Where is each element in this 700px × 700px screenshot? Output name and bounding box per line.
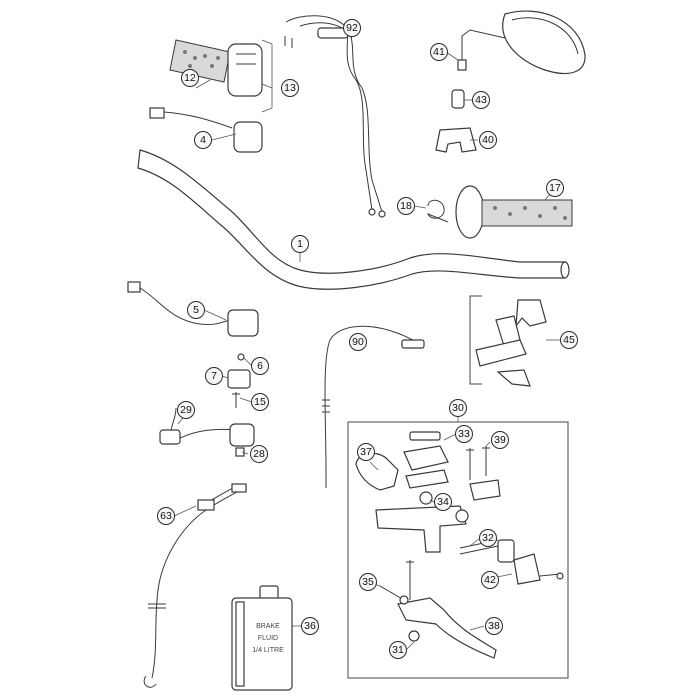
screw-15 <box>232 392 240 408</box>
map-switch <box>159 407 255 457</box>
callout-12: 12 <box>181 69 199 87</box>
callout-label-7: 7 <box>211 370 217 382</box>
callout-label-17: 17 <box>549 182 561 194</box>
callout-31: 31 <box>389 641 407 659</box>
callout-39: 39 <box>491 431 509 449</box>
callout-label-35: 35 <box>362 576 374 588</box>
callout-label-38: 38 <box>488 620 500 632</box>
callout-63: 63 <box>157 507 175 525</box>
callout-34: 34 <box>434 493 452 511</box>
mirror-clamp <box>435 127 477 153</box>
callout-5: 5 <box>187 301 205 319</box>
callout-36: 36 <box>301 617 319 635</box>
mirror-adapter <box>451 89 465 109</box>
callout-label-42: 42 <box>484 574 496 586</box>
callout-6: 6 <box>251 357 269 375</box>
master-cylinder-group <box>347 421 569 679</box>
bottle-label-line3: 1/4 LITRE <box>252 647 284 654</box>
callout-33: 33 <box>455 425 473 443</box>
callout-38: 38 <box>485 617 503 635</box>
clutch-cable <box>322 325 425 488</box>
callout-label-1: 1 <box>297 238 303 250</box>
callout-1: 1 <box>291 235 309 253</box>
callout-label-28: 28 <box>253 448 265 460</box>
callout-92: 92 <box>343 19 361 37</box>
callout-label-18: 18 <box>400 200 412 212</box>
callout-15: 15 <box>251 393 269 411</box>
callout-label-37: 37 <box>360 446 372 458</box>
callout-40: 40 <box>479 131 497 149</box>
callout-43: 43 <box>472 91 490 109</box>
callout-label-5: 5 <box>193 304 199 316</box>
callout-label-43: 43 <box>475 94 487 106</box>
callout-label-29: 29 <box>180 404 192 416</box>
callout-label-92: 92 <box>346 22 358 34</box>
switch-housing-7 <box>227 369 251 389</box>
callout-30: 30 <box>449 399 467 417</box>
callout-label-39: 39 <box>494 434 506 446</box>
callout-4: 4 <box>194 131 212 149</box>
callout-17: 17 <box>546 179 564 197</box>
hydraulic-line <box>143 483 247 688</box>
callout-label-40: 40 <box>482 134 494 146</box>
throttle-cable <box>284 15 386 218</box>
callout-label-36: 36 <box>304 620 316 632</box>
bracket-13 <box>261 39 273 113</box>
callout-41: 41 <box>430 43 448 61</box>
bottle-label-line1: BRAKE <box>256 623 280 630</box>
callout-45: 45 <box>560 331 578 349</box>
callout-18: 18 <box>397 197 415 215</box>
bottle-label-line2: FLUID <box>258 635 278 642</box>
left-grip <box>455 185 573 239</box>
callout-label-13: 13 <box>284 82 296 94</box>
callout-label-34: 34 <box>437 496 449 508</box>
callout-label-15: 15 <box>254 396 266 408</box>
left-switch <box>149 107 263 153</box>
callout-28: 28 <box>250 445 268 463</box>
throttle-grip <box>169 39 263 97</box>
callout-label-32: 32 <box>482 532 494 544</box>
callout-32: 32 <box>479 529 497 547</box>
callout-label-41: 41 <box>433 46 445 58</box>
kill-switch <box>127 281 259 337</box>
callout-label-30: 30 <box>452 402 464 414</box>
mirror <box>457 10 586 75</box>
callout-7: 7 <box>205 367 223 385</box>
callout-label-12: 12 <box>184 72 196 84</box>
callout-label-6: 6 <box>257 360 263 372</box>
callout-42: 42 <box>481 571 499 589</box>
callout-label-90: 90 <box>352 336 364 348</box>
brake-fluid-bottle: BRAKE FLUID 1/4 LITRE <box>231 585 293 691</box>
callout-label-4: 4 <box>200 134 206 146</box>
callout-label-45: 45 <box>563 334 575 346</box>
callout-29: 29 <box>177 401 195 419</box>
callout-37: 37 <box>357 443 375 461</box>
callout-label-33: 33 <box>458 428 470 440</box>
hot-start-lever-group <box>469 295 547 387</box>
callout-label-63: 63 <box>160 510 172 522</box>
hose-clip <box>426 199 449 223</box>
callout-label-31: 31 <box>392 644 404 656</box>
callout-13: 13 <box>281 79 299 97</box>
callout-35: 35 <box>359 573 377 591</box>
callout-90: 90 <box>349 333 367 351</box>
small-screw-6 <box>237 353 245 361</box>
handlebar <box>137 149 570 290</box>
